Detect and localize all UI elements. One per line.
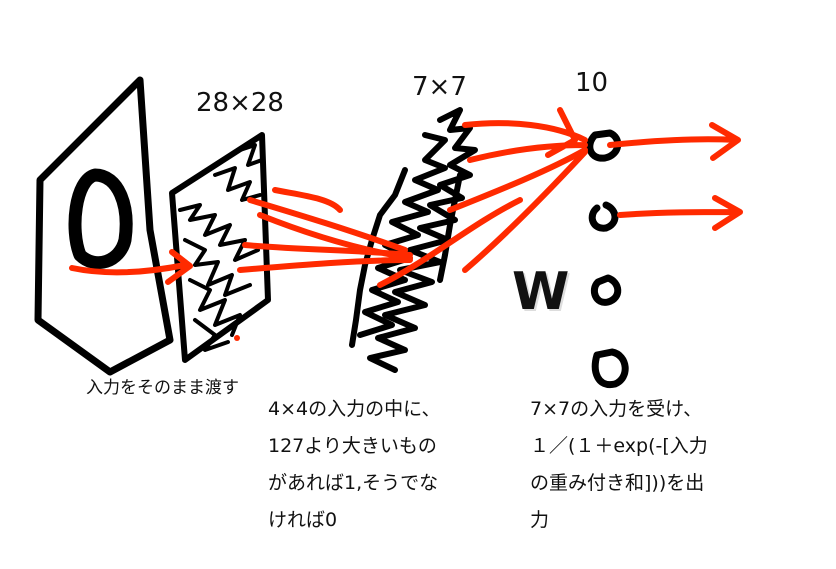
output-size-label: 10 — [575, 68, 609, 98]
hidden-caption-line: ければ0 — [268, 509, 338, 531]
input-layer-caption: 入力をそのまま渡す — [86, 378, 239, 398]
output-node-1 — [586, 129, 622, 162]
input-grid-panel — [169, 132, 271, 363]
red-dot — [234, 335, 240, 341]
output-layer-caption: 7×7の入力を受け、 １／(１＋exp(-[入力 の重み付き和]))を出 力 — [530, 391, 708, 539]
output-caption-line: 7×7の入力を受け、 — [530, 398, 703, 420]
hidden-layer-caption: 4×4の入力の中に、 127より大きいもの があれば1,そうでな ければ0 — [268, 391, 441, 539]
output-caption-line: 力 — [530, 509, 550, 531]
output-node-3 — [590, 274, 622, 306]
output-node-2 — [588, 201, 619, 232]
hidden-grid — [349, 107, 478, 373]
hidden-size-label: 7×7 — [412, 72, 467, 102]
arrow-grid-fan — [237, 187, 413, 273]
hidden-caption-line: 4×4の入力の中に、 — [268, 398, 441, 420]
input-size-label: 28×28 — [196, 88, 284, 118]
input-grid-texture — [178, 143, 264, 352]
weights-label: W — [512, 262, 570, 322]
output-caption-line: の重み付き和]))を出 — [530, 472, 705, 494]
arrow-output-1 — [607, 122, 741, 161]
hidden-caption-line: があれば1,そうでな — [268, 472, 439, 494]
output-node-4 — [591, 348, 629, 389]
arrow-input-to-grid — [69, 249, 193, 285]
digit-zero — [68, 168, 133, 270]
input-image-frame — [34, 76, 174, 376]
arrows-hidden-to-output — [377, 107, 588, 288]
arrow-output-2 — [617, 195, 743, 231]
hidden-caption-line: 127より大きいもの — [268, 435, 437, 457]
output-caption-line: １／(１＋exp(-[入力 — [530, 435, 708, 457]
